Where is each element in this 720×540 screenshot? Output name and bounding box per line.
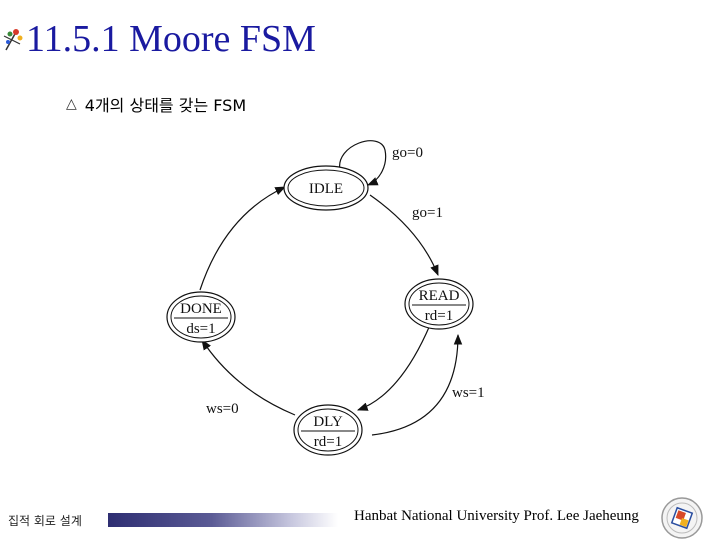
footer-credit: Hanbat National University Prof. Lee Jae… <box>354 508 639 524</box>
university-seal-icon <box>661 497 703 539</box>
transition-dly-to-read <box>371 333 463 436</box>
label-ws1: ws=1 <box>452 385 485 401</box>
state-dly-output: rd=1 <box>314 434 342 450</box>
subtitle-text: 4개의 상태를 갖는 FSM <box>84 96 247 115</box>
transition-read-to-dly <box>356 324 431 411</box>
transition-idle-self <box>339 140 387 186</box>
label-ws0: ws=0 <box>206 401 239 417</box>
label-go1: go=1 <box>412 205 443 221</box>
footer-gradient-bar <box>108 513 338 527</box>
flower-bullet-icon <box>3 29 23 51</box>
state-dly-name: DLY <box>313 414 342 430</box>
state-read: READ rd=1 <box>404 278 474 330</box>
title-text: Moore FSM <box>129 18 316 60</box>
transition-idle-to-read <box>369 194 439 277</box>
state-read-output: rd=1 <box>425 308 453 324</box>
subtitle-bullet: △ 4개의 상태를 갖는 FSM <box>66 92 246 116</box>
page-title: 11.5.1 Moore FSM <box>26 20 316 58</box>
title-number: 11.5.1 <box>26 18 120 60</box>
fsm-diagram: go=0 go=1 ws=1 ws=0 IDLE READ rd=1 DLY r… <box>166 140 485 456</box>
state-dly: DLY rd=1 <box>293 404 363 456</box>
state-idle-name: IDLE <box>309 181 343 197</box>
state-done-output: ds=1 <box>186 321 215 337</box>
state-read-name: READ <box>419 288 460 304</box>
footer-course: 집적 회로 설계 <box>8 514 82 528</box>
label-go0: go=0 <box>392 145 423 161</box>
state-done: DONE ds=1 <box>166 291 236 343</box>
title-row: 11.5.1 Moore FSM <box>2 14 316 64</box>
diamond-bullet-icon: △ <box>66 96 77 112</box>
transition-done-to-idle <box>199 186 286 291</box>
state-done-name: DONE <box>180 301 222 317</box>
transition-dly-to-done <box>201 339 296 416</box>
state-idle: IDLE <box>283 165 369 211</box>
